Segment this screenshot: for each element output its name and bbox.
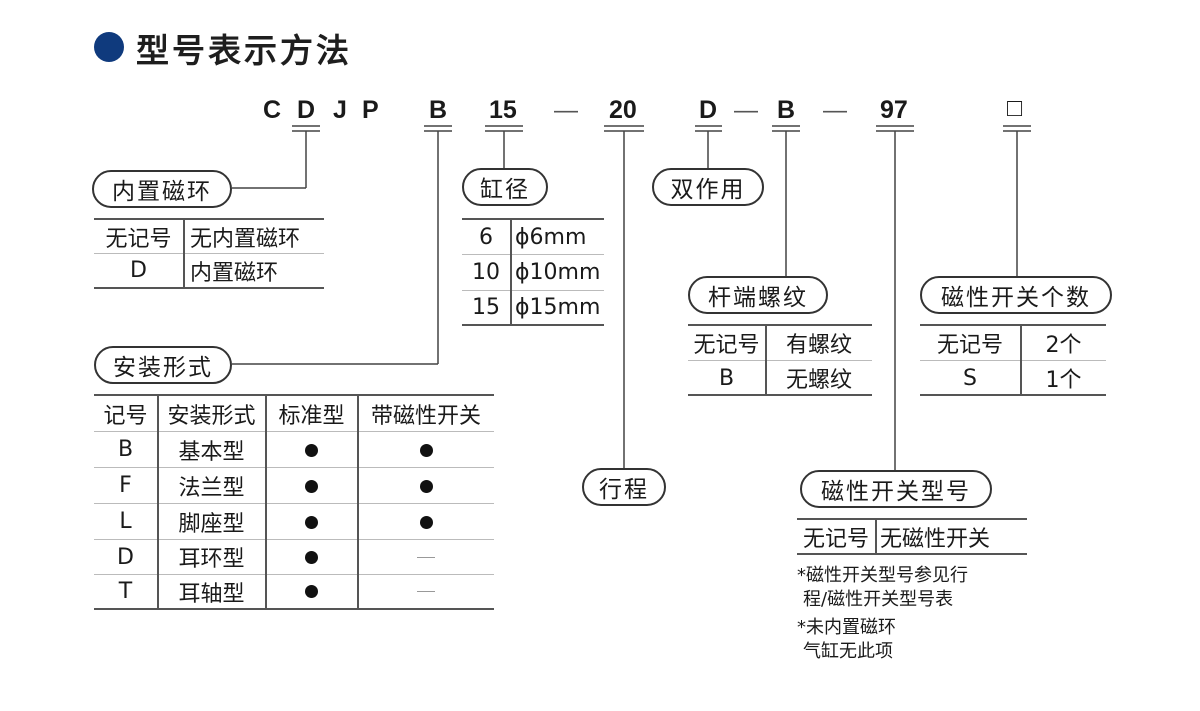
mounting-row-code: L	[119, 509, 132, 534]
title-bullet-icon	[94, 32, 124, 62]
page-title: 型号表示方法	[136, 31, 352, 70]
available-mark-icon	[304, 479, 318, 493]
switch-count-code-0: 无记号	[936, 333, 1003, 358]
code-switch-count: □	[1007, 94, 1023, 122]
magnet-code-0: 无记号	[105, 226, 172, 252]
code-dash-3: —	[823, 97, 847, 124]
code-action: D	[699, 96, 718, 124]
code-bore: 15	[489, 96, 517, 124]
code-rod-end: B	[777, 96, 796, 124]
switch-count-label: 磁性开关个数	[920, 276, 1112, 314]
mounting-header-standard: 标准型	[278, 403, 345, 429]
switch-model-label: 磁性开关型号	[800, 470, 992, 508]
bore-code-2: 15	[472, 294, 500, 320]
switch-model-note-1: 程/磁性开关型号表	[803, 589, 954, 610]
switch-model-desc-0: 无磁性开关	[880, 526, 991, 552]
action-label: 双作用	[652, 168, 764, 206]
stroke-label: 行程	[582, 468, 666, 506]
code-stroke: 20	[609, 96, 637, 124]
code-p: P	[362, 96, 379, 124]
code-magnet: D	[297, 96, 316, 124]
bore-size-1: ϕ10mm	[515, 259, 601, 285]
switch-count-code-1: S	[963, 365, 977, 391]
switch-model-note-2: *未内置磁环	[797, 617, 896, 638]
code-dash-1: —	[554, 97, 578, 124]
available-mark-icon	[419, 443, 433, 457]
magnet-code-1: D	[130, 258, 147, 283]
rod-end-label: 杆端螺纹	[688, 276, 828, 314]
bore-code-0: 6	[479, 224, 493, 250]
not-available-mark-icon	[417, 557, 435, 558]
rod-end-code-0: 无记号	[693, 333, 760, 358]
code-c: C	[263, 96, 282, 124]
mounting-row-name: 耳轴型	[178, 581, 245, 607]
switch-count-qty-1: 1个	[1045, 368, 1082, 393]
switch-count-qty-0: 2个	[1045, 333, 1082, 358]
switch-model-code-0: 无记号	[802, 526, 869, 552]
mounting-row-name: 脚座型	[178, 511, 245, 537]
mounting-row-code: T	[118, 579, 133, 604]
bore-code-1: 10	[472, 259, 500, 285]
magnet-desc-1: 内置磁环	[190, 260, 279, 286]
rod-end-desc-0: 有螺纹	[785, 333, 852, 358]
mounting-row-code: B	[117, 437, 134, 462]
code-dash-2: —	[734, 97, 758, 124]
switch-model-note-3: 气缸无此项	[803, 641, 893, 662]
mounting-row-name: 基本型	[178, 439, 245, 465]
magnet-desc-0: 无内置磁环	[190, 226, 301, 252]
mounting-label: 安装形式	[94, 346, 232, 384]
bore-label: 缸径	[462, 168, 548, 206]
mounting-header-code: 记号	[103, 403, 148, 429]
available-mark-icon	[419, 515, 433, 529]
mounting-header-name: 安装形式	[167, 403, 256, 429]
code-switch-model: 97	[880, 96, 908, 124]
not-available-mark-icon	[417, 591, 435, 592]
code-mounting: B	[429, 96, 448, 124]
mounting-row-code: F	[119, 473, 132, 498]
rod-end-desc-1: 无螺纹	[785, 368, 852, 393]
rod-end-code-1: B	[718, 365, 735, 391]
mounting-row-name: 耳环型	[178, 547, 245, 572]
available-mark-icon	[304, 443, 318, 457]
mounting-row-name: 法兰型	[178, 475, 245, 501]
available-mark-icon	[304, 515, 318, 529]
bore-size-2: ϕ15mm	[515, 294, 601, 320]
mounting-header-switch: 带磁性开关	[370, 403, 481, 429]
bore-size-0: ϕ6mm	[515, 224, 587, 250]
available-mark-icon	[304, 584, 318, 598]
mounting-row-code: D	[117, 544, 134, 570]
available-mark-icon	[419, 479, 433, 493]
available-mark-icon	[304, 550, 318, 564]
code-j: J	[333, 96, 347, 124]
switch-model-note-0: *磁性开关型号参见行	[797, 565, 968, 586]
magnet-label: 内置磁环	[92, 170, 232, 208]
